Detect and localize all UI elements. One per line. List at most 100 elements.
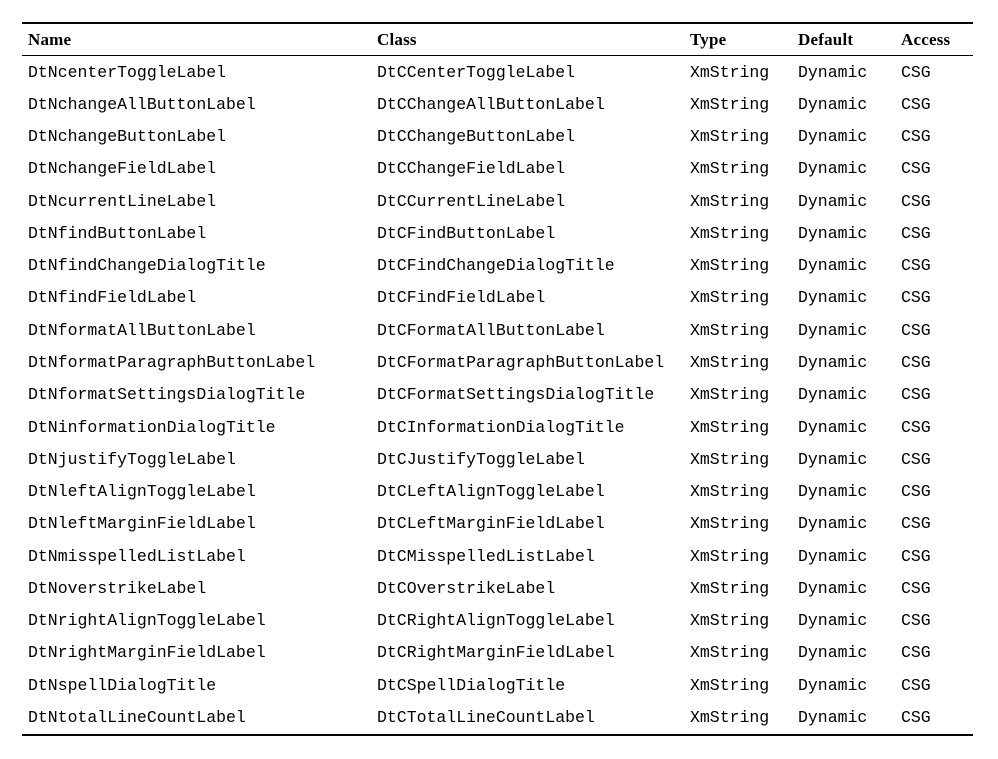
cell-type: XmString (690, 514, 770, 534)
cell-resource-name: DtNformatAllButtonLabel (28, 320, 256, 340)
cell-type: XmString (690, 320, 770, 340)
cell-default: Dynamic (798, 611, 868, 631)
table-row: DtNcenterToggleLabel DtCCenterToggleLabe… (22, 56, 973, 89)
cell-resource-name: DtNformatParagraphButtonLabel (28, 353, 316, 373)
table-row: DtNmisspelledListLabel DtCMisspelledList… (22, 540, 973, 572)
cell-access: CSG (901, 288, 931, 308)
table-row: DtNformatParagraphButtonLabel DtCFormatP… (22, 346, 973, 378)
cell-access: CSG (901, 417, 931, 437)
cell-resource-name: DtNchangeAllButtonLabel (28, 94, 256, 114)
cell-access: CSG (901, 707, 931, 727)
cell-resource-name: DtNchangeButtonLabel (28, 127, 227, 147)
table-row: DtNfindButtonLabel DtCFindButtonLabel Xm… (22, 217, 973, 249)
cell-resource-name: DtNfindFieldLabel (28, 288, 197, 308)
cell-resource-class: DtCFormatSettingsDialogTitle (377, 385, 655, 405)
cell-type: XmString (690, 707, 770, 727)
cell-type: XmString (690, 159, 770, 179)
cell-resource-class: DtCFormatAllButtonLabel (377, 320, 605, 340)
cell-resource-class: DtCLeftAlignToggleLabel (377, 482, 605, 502)
table-row: DtNchangeFieldLabel DtCChangeFieldLabel … (22, 153, 973, 185)
cell-default: Dynamic (798, 191, 868, 211)
table-row: DtNleftMarginFieldLabel DtCLeftMarginFie… (22, 508, 973, 540)
cell-access: CSG (901, 546, 931, 566)
cell-access: CSG (901, 191, 931, 211)
cell-access: CSG (901, 482, 931, 502)
cell-access: CSG (901, 611, 931, 631)
cell-type: XmString (690, 385, 770, 405)
cell-default: Dynamic (798, 62, 868, 82)
cell-default: Dynamic (798, 320, 868, 340)
cell-resource-name: DtNleftAlignToggleLabel (28, 482, 256, 502)
cell-access: CSG (901, 159, 931, 179)
cell-type: XmString (690, 611, 770, 631)
cell-access: CSG (901, 223, 931, 243)
table-row: DtNformatAllButtonLabel DtCFormatAllButt… (22, 314, 973, 346)
cell-resource-class: DtCChangeAllButtonLabel (377, 94, 605, 114)
cell-resource-name: DtNcenterToggleLabel (28, 62, 227, 82)
cell-default: Dynamic (798, 256, 868, 276)
table-row: DtNchangeAllButtonLabel DtCChangeAllButt… (22, 88, 973, 120)
cell-resource-name: DtNcurrentLineLabel (28, 191, 217, 211)
cell-resource-name: DtNinformationDialogTitle (28, 417, 276, 437)
cell-resource-name: DtNfindChangeDialogTitle (28, 256, 266, 276)
table-row: DtNoverstrikeLabel DtCOverstrikeLabel Xm… (22, 572, 973, 604)
cell-resource-name: DtNrightMarginFieldLabel (28, 643, 266, 663)
table-row: DtNcurrentLineLabel DtCCurrentLineLabel … (22, 185, 973, 217)
cell-resource-class: DtCLeftMarginFieldLabel (377, 514, 605, 534)
cell-type: XmString (690, 62, 770, 82)
cell-type: XmString (690, 256, 770, 276)
table-header-row: Name Class Type Default Access (22, 23, 973, 56)
cell-resource-name: DtNoverstrikeLabel (28, 578, 207, 598)
cell-resource-name: DtNfindButtonLabel (28, 223, 207, 243)
cell-access: CSG (901, 353, 931, 373)
cell-default: Dynamic (798, 159, 868, 179)
cell-type: XmString (690, 578, 770, 598)
cell-resource-class: DtCTotalLineCountLabel (377, 707, 595, 727)
cell-access: CSG (901, 449, 931, 469)
cell-resource-class: DtCCenterToggleLabel (377, 62, 576, 82)
table-row: DtNleftAlignToggleLabel DtCLeftAlignTogg… (22, 475, 973, 507)
cell-type: XmString (690, 675, 770, 695)
cell-type: XmString (690, 288, 770, 308)
column-header-type: Type (690, 23, 798, 56)
cell-resource-class: DtCChangeFieldLabel (377, 159, 566, 179)
cell-default: Dynamic (798, 353, 868, 373)
resource-reference-table: Name Class Type Default Access DtNcenter… (22, 22, 973, 736)
cell-resource-class: DtCJustifyToggleLabel (377, 449, 585, 469)
cell-default: Dynamic (798, 385, 868, 405)
cell-type: XmString (690, 353, 770, 373)
table-row: DtNjustifyToggleLabel DtCJustifyToggleLa… (22, 443, 973, 475)
cell-default: Dynamic (798, 417, 868, 437)
cell-resource-class: DtCRightMarginFieldLabel (377, 643, 615, 663)
table-row: DtNtotalLineCountLabel DtCTotalLineCount… (22, 701, 973, 734)
table-row: DtNfindFieldLabel DtCFindFieldLabel XmSt… (22, 282, 973, 314)
cell-default: Dynamic (798, 707, 868, 727)
cell-type: XmString (690, 546, 770, 566)
cell-default: Dynamic (798, 127, 868, 147)
cell-resource-name: DtNchangeFieldLabel (28, 159, 217, 179)
cell-resource-class: DtCFindButtonLabel (377, 223, 556, 243)
cell-access: CSG (901, 578, 931, 598)
cell-resource-class: DtCFormatParagraphButtonLabel (377, 353, 665, 373)
cell-type: XmString (690, 223, 770, 243)
cell-default: Dynamic (798, 643, 868, 663)
cell-type: XmString (690, 417, 770, 437)
cell-resource-class: DtCOverstrikeLabel (377, 578, 556, 598)
cell-default: Dynamic (798, 482, 868, 502)
cell-resource-name: DtNtotalLineCountLabel (28, 707, 246, 727)
cell-default: Dynamic (798, 449, 868, 469)
cell-access: CSG (901, 385, 931, 405)
cell-access: CSG (901, 256, 931, 276)
cell-resource-name: DtNformatSettingsDialogTitle (28, 385, 306, 405)
cell-access: CSG (901, 320, 931, 340)
table-row: DtNformatSettingsDialogTitle DtCFormatSe… (22, 379, 973, 411)
cell-default: Dynamic (798, 578, 868, 598)
cell-access: CSG (901, 643, 931, 663)
table-row: DtNspellDialogTitle DtCSpellDialogTitle … (22, 669, 973, 701)
cell-resource-class: DtCFindFieldLabel (377, 288, 546, 308)
table-row: DtNrightMarginFieldLabel DtCRightMarginF… (22, 637, 973, 669)
cell-default: Dynamic (798, 288, 868, 308)
column-header-name: Name (22, 23, 377, 56)
cell-resource-name: DtNmisspelledListLabel (28, 546, 246, 566)
cell-access: CSG (901, 675, 931, 695)
